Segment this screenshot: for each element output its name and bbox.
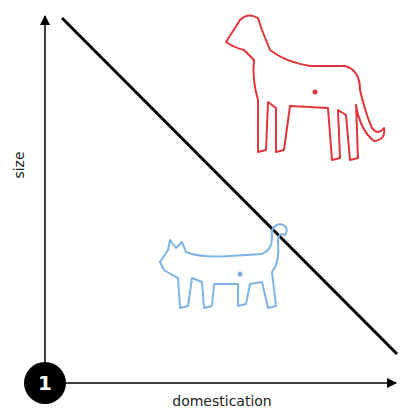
diagonal-line [62,18,397,354]
cat-outline [160,224,287,308]
cat-dot [238,272,243,277]
callout-circle: 1 [24,362,66,404]
axis-label: domestication [170,394,273,409]
x-axis [45,382,396,384]
dog-outline [226,15,384,160]
callout-number: 1 [38,373,52,393]
y-axis [44,16,46,383]
axis-label: size [12,149,27,180]
dog-dot [313,90,318,95]
